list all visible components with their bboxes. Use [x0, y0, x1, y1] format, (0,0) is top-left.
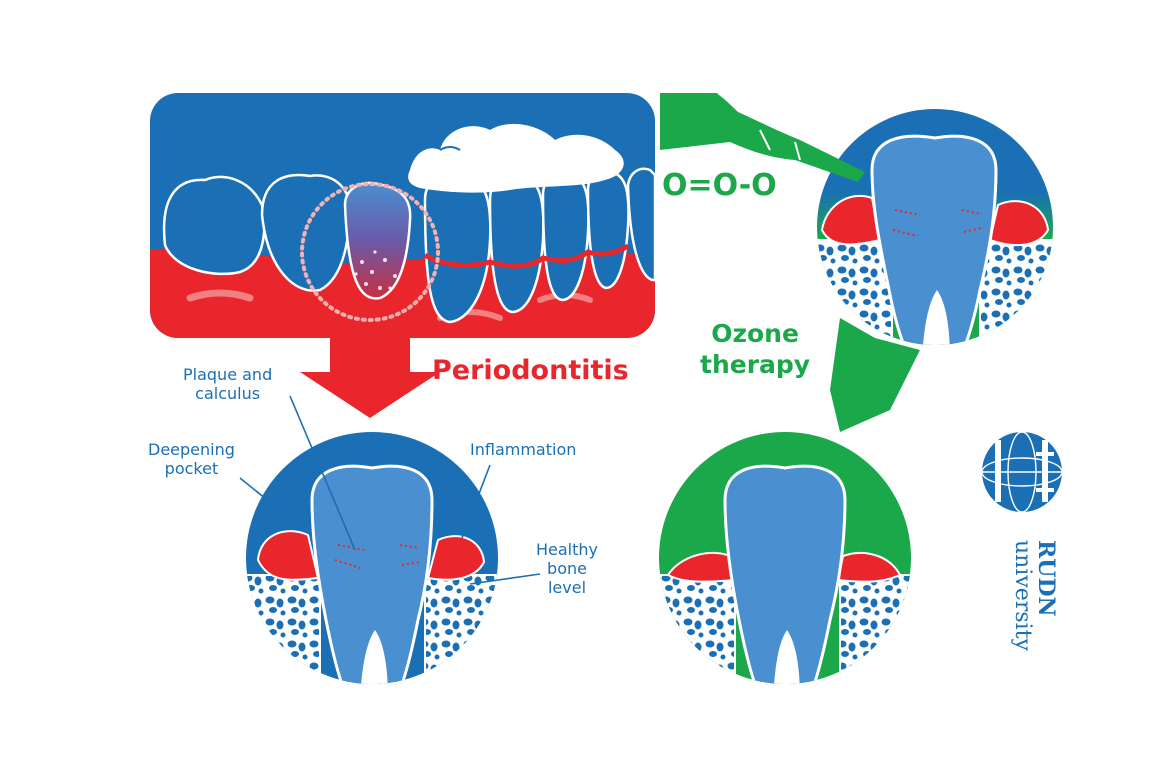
bone-line-1: Healthy — [536, 540, 599, 559]
deepening-pocket-label: Deepening pocket — [148, 440, 235, 478]
therapy-arrow-down — [830, 318, 920, 432]
rudn-name: RUDN — [1033, 540, 1059, 617]
ozone-therapy-line-2: therapy — [700, 350, 811, 380]
bone-line-2: bone — [547, 559, 587, 579]
ozone-therapy-line-1: Ozone — [711, 319, 799, 348]
rudn-sub: university — [1009, 540, 1035, 651]
ozone-therapy-label: Ozone therapy — [700, 318, 810, 381]
pocket-line-1: Deepening — [148, 440, 235, 459]
plaque-line-2: calculus — [195, 384, 261, 404]
pocket-line-2: pocket — [164, 459, 219, 479]
healthy-tooth-circle — [659, 432, 911, 684]
periodontitis-title: Periodontitis — [432, 355, 629, 386]
ozone-nozzle — [660, 92, 865, 182]
plaque-calculus-label: Plaque and calculus — [183, 365, 272, 403]
healthy-bone-level-label: Healthy bone level — [536, 540, 598, 598]
label-pointer-lines — [239, 395, 541, 585]
ozone-treatment-circle — [817, 109, 1053, 345]
periodontitis-jaw-panel — [150, 93, 655, 418]
ozone-molecule: O=O-O — [662, 168, 777, 203]
periodontitis-tooth-circle — [246, 432, 498, 684]
rudn-logo-text: RUDN university — [1009, 540, 1059, 651]
rudn-logo-icon — [981, 431, 1063, 513]
bone-line-3: level — [547, 578, 587, 598]
inflammation-label: Inflammation — [470, 440, 577, 459]
plaque-line-1: Plaque and — [183, 365, 273, 384]
